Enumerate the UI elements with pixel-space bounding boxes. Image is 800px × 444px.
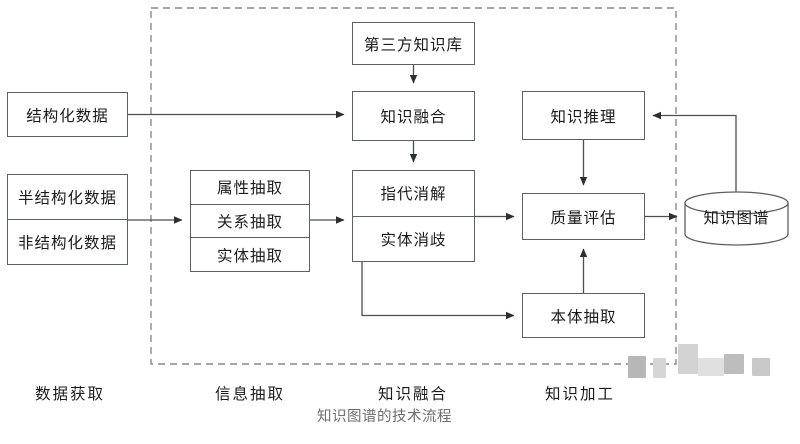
- node-knowledge-reasoning-label: 知识推理: [550, 108, 617, 126]
- node-quality-evaluation-label: 质量评估: [550, 209, 617, 227]
- node-group-disambiguation: 指代消解 实体消歧: [352, 170, 475, 262]
- phase-label-data-acquisition: 数据获取: [35, 386, 106, 403]
- node-ontology-extraction[interactable]: 本体抽取: [522, 293, 645, 338]
- node-knowledge-fusion-label: 知识融合: [380, 109, 447, 126]
- node-ontology-extraction-label: 本体抽取: [550, 308, 617, 326]
- node-coreference-resolution-label: 指代消解: [380, 186, 447, 204]
- knowledge-graph-cylinder: [684, 191, 789, 246]
- diagram-caption: 知识图谱的技术流程: [317, 409, 452, 425]
- phase-label-information-extraction: 信息抽取: [215, 386, 286, 403]
- node-third-party-knowledge-base-label: 第三方知识库: [363, 36, 463, 54]
- node-relation-extraction-label: 关系抽取: [216, 214, 283, 231]
- node-attribute-extraction[interactable]: 属性抽取: [191, 171, 309, 205]
- phase-label-knowledge-processing: 知识加工: [545, 386, 616, 403]
- node-group-information-extraction: 属性抽取 关系抽取 实体抽取: [190, 170, 310, 272]
- edge-graph-to-reasoning: [652, 111, 737, 192]
- node-relation-extraction[interactable]: 关系抽取: [191, 205, 309, 239]
- node-unstructured-data-label: 非结构化数据: [17, 235, 117, 252]
- node-unstructured-data[interactable]: 非结构化数据: [8, 220, 127, 264]
- node-knowledge-graph-label: 知识图谱: [703, 210, 770, 227]
- node-knowledge-reasoning[interactable]: 知识推理: [522, 91, 645, 140]
- node-structured-data-label: 结构化数据: [26, 107, 109, 125]
- watermark-region: [600, 340, 780, 380]
- node-coreference-resolution[interactable]: 指代消解: [353, 171, 474, 217]
- dashed-boundary: [150, 7, 677, 365]
- node-structured-data[interactable]: 结构化数据: [7, 92, 128, 137]
- phase-label-knowledge-fusion: 知识融合: [378, 386, 449, 403]
- node-attribute-extraction-label: 属性抽取: [216, 180, 283, 198]
- node-semi-structured-data-label: 半结构化数据: [17, 190, 117, 207]
- node-entity-extraction-label: 实体抽取: [216, 247, 283, 265]
- node-entity-extraction[interactable]: 实体抽取: [191, 238, 309, 271]
- node-knowledge-fusion[interactable]: 知识融合: [352, 91, 475, 141]
- node-knowledge-graph[interactable]: 知识图谱: [685, 199, 788, 235]
- node-third-party-knowledge-base[interactable]: 第三方知识库: [352, 22, 475, 65]
- node-quality-evaluation[interactable]: 质量评估: [522, 193, 645, 240]
- node-semi-structured-data[interactable]: 半结构化数据: [8, 175, 127, 220]
- node-entity-disambiguation-label: 实体消歧: [380, 231, 447, 249]
- edge-disambiguation-to-ontology: [361, 262, 515, 320]
- node-group-source-data: 半结构化数据 非结构化数据: [7, 174, 128, 265]
- node-entity-disambiguation[interactable]: 实体消歧: [353, 217, 474, 262]
